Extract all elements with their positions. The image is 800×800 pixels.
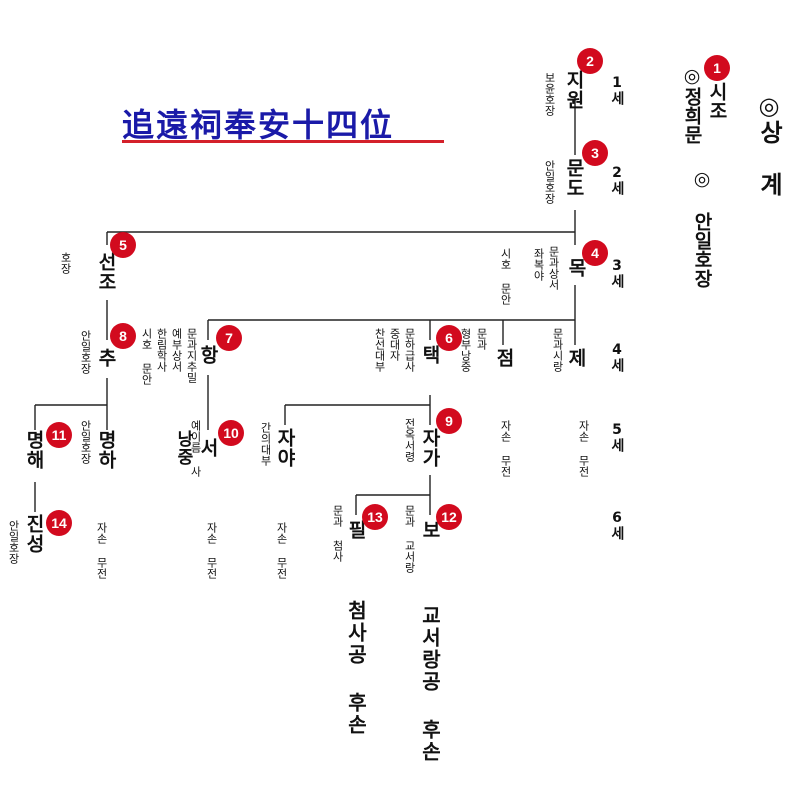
person-mok-note2: 좌복야 xyxy=(532,248,545,281)
person-seonjo-note: 호장 xyxy=(59,252,72,274)
generation-6: 6세 xyxy=(609,510,625,540)
jeom-no-heirs: 자손 무전 xyxy=(499,420,512,477)
person-pil-note2: 첨사 xyxy=(331,540,344,562)
person-seo-note2: 낭중 xyxy=(173,430,193,466)
diagram-title: 追遠祠奉安十四位 xyxy=(122,106,395,144)
founder-name: ◎정희문 xyxy=(681,65,703,144)
person-mundo-name: 문도 xyxy=(563,158,585,198)
person-myeongha-name: 명하 xyxy=(95,430,117,470)
badge-11: 11 xyxy=(46,422,72,448)
badge-6: 6 xyxy=(436,325,462,351)
person-taek-name: 택 xyxy=(419,345,441,365)
bo-descendants: 교서랑공 후손 xyxy=(418,605,442,763)
person-jaya-note: 간의대부 xyxy=(259,422,272,466)
sangye-heading: ◎상 계 xyxy=(755,92,783,196)
person-je-note: 문과시랑 xyxy=(551,328,564,372)
founder-post: ◎ 안일호장 xyxy=(691,168,713,288)
generation-2: 2세 xyxy=(609,165,625,195)
person-jiwon-note: 보윤호장 xyxy=(543,72,556,116)
badge-1: 1 xyxy=(704,55,730,81)
person-chu-name: 추 xyxy=(95,348,117,368)
generation-4: 4세 xyxy=(609,342,625,372)
badge-4: 4 xyxy=(582,240,608,266)
badge-5: 5 xyxy=(110,232,136,258)
generation-3: 3세 xyxy=(609,258,625,288)
person-mok-name: 목 xyxy=(565,258,587,278)
badge-10: 10 xyxy=(218,420,244,446)
person-pil-note1: 문과 xyxy=(331,505,344,527)
myeongha-no-heirs: 자손 무전 xyxy=(95,522,108,579)
person-bo-name: 보 xyxy=(419,520,441,540)
je-no-heirs: 자손 무전 xyxy=(577,420,590,477)
person-jeom-note1: 시호 문안 xyxy=(499,248,512,305)
person-je-name: 제 xyxy=(565,348,587,368)
seo-no-heirs: 자손 무전 xyxy=(205,522,218,579)
person-jiwon-name: 지원 xyxy=(563,70,585,110)
pil-descendants: 첨사공 후손 xyxy=(344,600,368,736)
badge-12: 12 xyxy=(436,504,462,530)
person-taek-note4: 찬선대부 xyxy=(373,328,386,372)
person-bo-note1: 문과 xyxy=(403,505,416,527)
person-jeom-name: 점 xyxy=(493,348,515,368)
person-chu-note: 안일호장 xyxy=(79,330,92,374)
person-myeongha-note: 안일호장 xyxy=(79,420,92,464)
person-hang-name: 항 xyxy=(197,345,219,365)
title-underline xyxy=(122,140,444,143)
person-seo-name: 서 xyxy=(197,438,219,458)
founder-title: 시조 xyxy=(706,82,728,120)
badge-3: 3 xyxy=(582,140,608,166)
jaya-no-heirs: 자손 무전 xyxy=(275,522,288,579)
person-seonjo-name: 선조 xyxy=(95,252,117,292)
generation-5: 5세 xyxy=(609,422,625,452)
person-pil-name: 필 xyxy=(345,520,367,540)
person-hang-note3: 한림학사 xyxy=(155,328,168,372)
person-taek-note2: 문하급사 xyxy=(403,328,416,372)
person-jaga-name: 자가 xyxy=(419,428,441,468)
person-jaga-note: 전옥서령 xyxy=(403,418,416,462)
badge-9: 9 xyxy=(436,408,462,434)
person-taek-note1: 형부낭중 xyxy=(459,328,472,372)
person-mok-note1: 문과상서 xyxy=(547,246,560,290)
badge-8: 8 xyxy=(110,323,136,349)
generation-1: 1세 xyxy=(609,75,625,105)
person-mundo-note: 안일호장 xyxy=(543,160,556,204)
person-hang-note2: 예부상서 xyxy=(170,328,183,372)
badge-7: 7 xyxy=(216,325,242,351)
badge-13: 13 xyxy=(362,504,388,530)
person-jinseong-note: 안일호장 xyxy=(7,520,20,564)
person-taek-note3: 중대자 xyxy=(388,328,401,361)
person-seo-note1: 예이름 사 xyxy=(189,420,202,477)
person-jeom-note2: 문과 xyxy=(475,328,488,350)
badge-14: 14 xyxy=(46,510,72,536)
person-hang-note4: 시호 문안 xyxy=(140,328,153,385)
person-bo-note2: 교서랑 xyxy=(403,540,416,573)
person-myeonghae-name: 명해 xyxy=(23,430,45,470)
person-jaya-name: 자야 xyxy=(274,428,296,468)
person-hang-note1: 문과지추밀 xyxy=(185,328,198,383)
person-jinseong-name: 진성 xyxy=(23,514,45,554)
badge-2: 2 xyxy=(577,48,603,74)
